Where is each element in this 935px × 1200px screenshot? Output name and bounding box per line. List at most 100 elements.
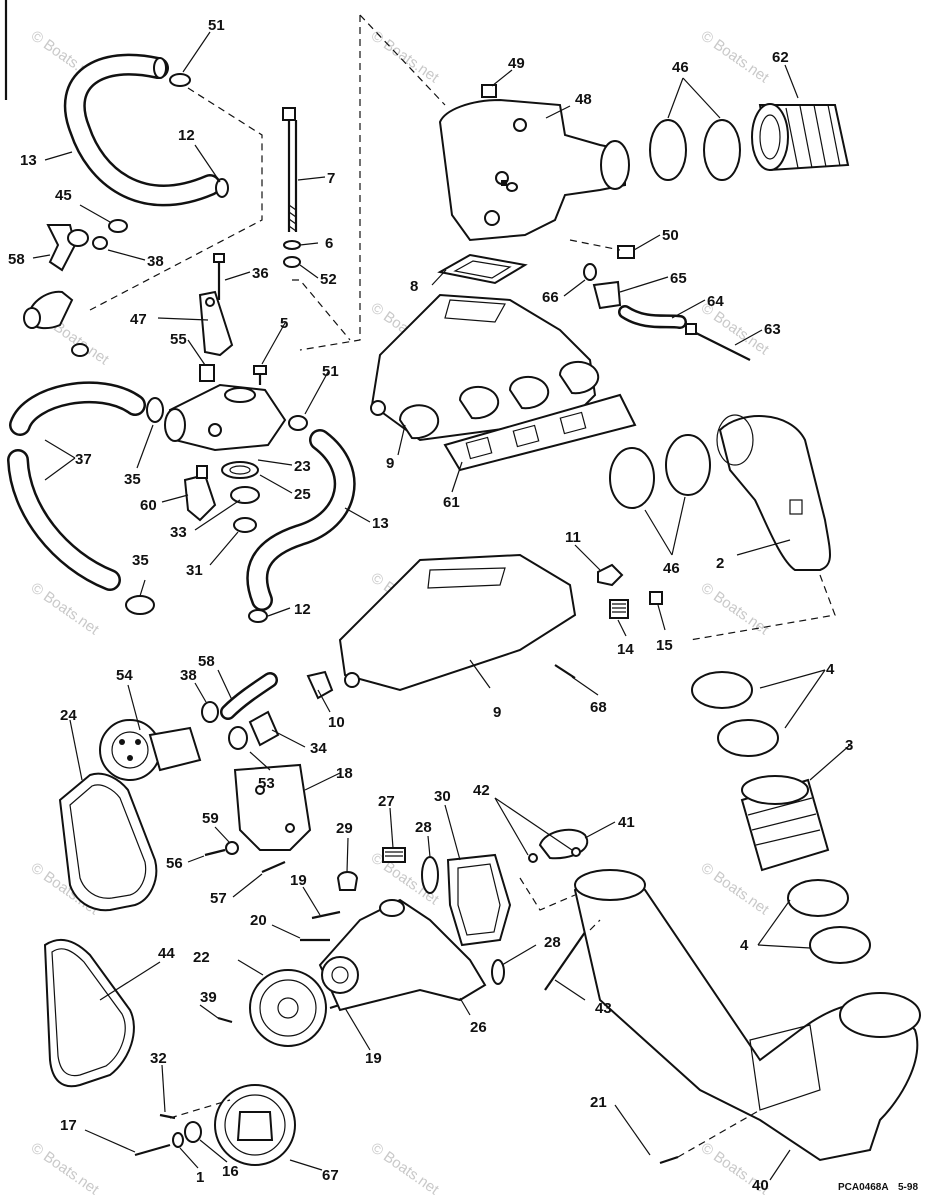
screw-42-a xyxy=(571,847,581,857)
callout-label: 68 xyxy=(590,699,607,716)
callout-label: 66 xyxy=(542,289,559,306)
gasket-8 xyxy=(437,253,528,285)
callout-label: 42 xyxy=(473,782,490,799)
thermostat-housing-23 xyxy=(168,383,287,452)
fitting-66 xyxy=(583,263,597,281)
callout-label: 21 xyxy=(590,1094,607,1111)
callout-label: 43 xyxy=(595,1000,612,1017)
callout-label: 67 xyxy=(322,1167,339,1184)
callout-label: 27 xyxy=(378,793,395,810)
seal-31 xyxy=(233,517,257,533)
callout-labels: 51 49 48 46 62 13 12 7 45 58 38 6 52 50 … xyxy=(8,17,853,1194)
clamp-51-mid xyxy=(288,415,308,431)
callout-label: 47 xyxy=(130,311,147,328)
clamp-46-b xyxy=(703,119,741,181)
callout-label: 28 xyxy=(415,819,432,836)
callout-label: 2 xyxy=(716,555,724,572)
fitting-14 xyxy=(609,599,629,619)
thermostat-33 xyxy=(230,486,260,504)
callout-label: 36 xyxy=(252,265,269,282)
fitting-65 xyxy=(592,280,622,310)
screw-19-upper xyxy=(311,910,341,920)
callout-label: 19 xyxy=(365,1050,382,1067)
callout-label: 50 xyxy=(662,227,679,244)
watermark: © Boats.net xyxy=(28,579,103,638)
callout-label: 58 xyxy=(8,251,25,268)
callout-label: 34 xyxy=(310,740,327,757)
callout-label: 65 xyxy=(670,270,687,287)
exhaust-elbow-2 xyxy=(718,415,831,571)
bracket-47 xyxy=(198,290,234,357)
callout-label: 58 xyxy=(198,653,215,670)
callout-label: 51 xyxy=(322,363,339,380)
callout-label: 29 xyxy=(336,820,353,837)
exhaust-manifold-9-lower xyxy=(338,553,577,692)
callout-label: 13 xyxy=(372,515,389,532)
gasket-28-lower xyxy=(491,959,505,985)
fitting-11 xyxy=(597,563,624,587)
callout-label: 44 xyxy=(158,945,175,962)
clamp-12-lower xyxy=(248,609,268,623)
watermark: © Boats.net xyxy=(28,1139,103,1198)
callout-label: 62 xyxy=(772,49,789,66)
callout-label: 60 xyxy=(140,497,157,514)
callout-label: 12 xyxy=(294,601,311,618)
callout-label: 59 xyxy=(202,810,219,827)
gasket-61 xyxy=(443,393,637,472)
elbow-10 xyxy=(306,670,334,700)
callout-label: 30 xyxy=(434,788,451,805)
watermark: © Boats.net xyxy=(368,1139,443,1198)
clamp-4-b xyxy=(717,719,779,757)
dashed-lines xyxy=(89,14,836,1158)
callout-label: 10 xyxy=(328,714,345,731)
clamp-46-a xyxy=(649,119,687,181)
callout-label: 14 xyxy=(617,641,634,658)
rod-43 xyxy=(544,924,591,991)
callout-label: 51 xyxy=(208,17,225,34)
parts-drawing xyxy=(7,53,921,1166)
callout-label: 3 xyxy=(845,737,853,754)
callout-label: 16 xyxy=(222,1163,239,1180)
washer-6 xyxy=(283,240,301,250)
callout-label: 32 xyxy=(150,1050,167,1067)
belt-24 xyxy=(58,772,158,912)
watermark: © Boats.net xyxy=(698,579,773,638)
callout-label: 18 xyxy=(336,765,353,782)
callout-label: 61 xyxy=(443,494,460,511)
callout-label: 55 xyxy=(170,331,187,348)
bolt-36 xyxy=(213,253,225,263)
spacer-16 xyxy=(184,1121,202,1143)
fitting-55 xyxy=(199,364,215,382)
clamp-4-d xyxy=(809,926,871,964)
clamp-4-a xyxy=(691,671,753,709)
clip-63 xyxy=(689,329,751,361)
clamp-45 xyxy=(108,219,128,233)
leader-lines xyxy=(32,31,851,1181)
callout-label: 19 xyxy=(290,872,307,889)
callout-label: 37 xyxy=(75,451,92,468)
belt-44 xyxy=(43,938,135,1088)
clamp-51-upper xyxy=(169,73,191,87)
gasket-25 xyxy=(221,461,259,479)
callout-label: 38 xyxy=(180,667,197,684)
watermark: © Boats.net xyxy=(368,27,443,86)
clamp-35-upper xyxy=(146,397,164,423)
callout-label: 24 xyxy=(60,707,77,724)
plug-49-side xyxy=(506,182,518,192)
callout-label: 41 xyxy=(618,814,635,831)
callout-label: 1 xyxy=(196,1169,204,1186)
callout-label: 22 xyxy=(193,949,210,966)
callout-label: 63 xyxy=(764,321,781,338)
clamp-4-c xyxy=(787,879,849,917)
screw-5 xyxy=(253,365,267,375)
callout-label: 4 xyxy=(740,937,749,954)
callout-label: 26 xyxy=(470,1019,487,1036)
callout-label: 35 xyxy=(132,552,149,569)
callout-label: 46 xyxy=(672,59,689,76)
cap-29 xyxy=(336,871,359,891)
nut-52 xyxy=(283,256,301,268)
callout-label: 33 xyxy=(170,524,187,541)
callout-label: 56 xyxy=(166,855,183,872)
callout-label: 54 xyxy=(116,667,133,684)
